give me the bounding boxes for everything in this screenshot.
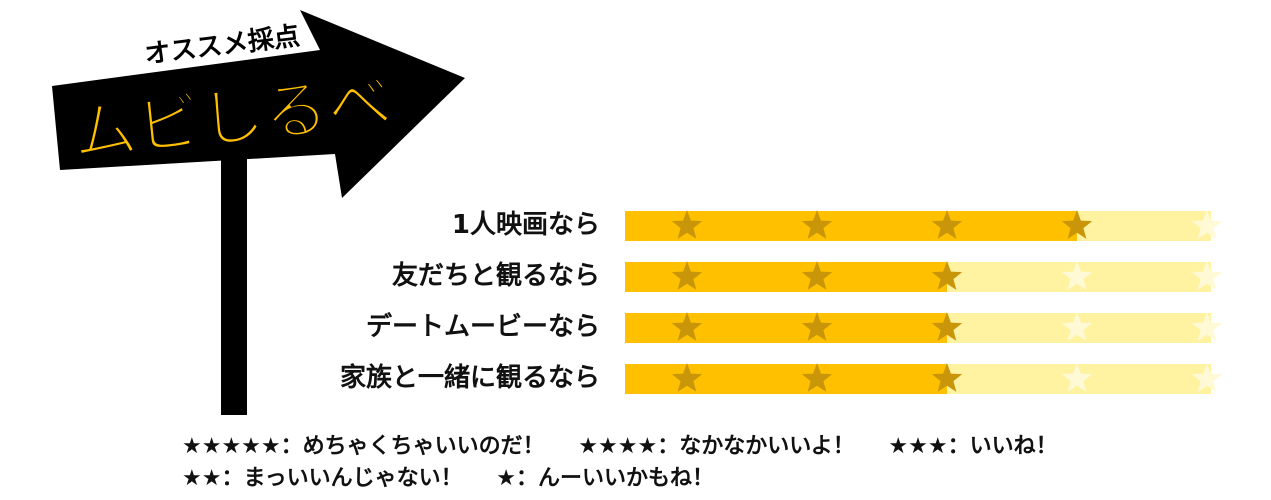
rating-star-empty (1191, 312, 1223, 341)
rating-bar-family (625, 363, 1223, 394)
rating-star-empty (1061, 363, 1093, 392)
rating-star-filled (671, 312, 703, 341)
rating-star-filled (931, 210, 963, 239)
rating-star-empty (1191, 363, 1223, 392)
rating-star-empty (1061, 312, 1093, 341)
legend-item-five-stars: ★★★★★：めちゃくちゃいいのだ！ (182, 434, 545, 459)
rating-star-filled (931, 312, 963, 341)
rating-star-empty (1061, 261, 1093, 290)
rating-star-filled (1061, 210, 1093, 239)
rating-star-filled (801, 210, 833, 239)
rating-star-filled (671, 363, 703, 392)
rating-star-filled (801, 312, 833, 341)
legend-line-2: ★★：まっいいんじゃない！ ★：んーいいかもね！ (182, 464, 740, 494)
rating-bar-fill (625, 364, 947, 394)
rating-label-friends: 友だちと観るなら (391, 261, 600, 291)
legend-item-three-stars: ★★★：いいね！ (888, 434, 1058, 459)
rating-bar-fill (625, 313, 947, 343)
rating-bar-fill (625, 262, 947, 292)
rating-bar-date (625, 312, 1223, 343)
legend-line-1: ★★★★★：めちゃくちゃいいのだ！ ★★★★：なかなかいいよ！ ★★★：いいね！ (182, 432, 1084, 462)
rating-bar-fill (625, 211, 1077, 241)
rating-bar-friends (625, 261, 1223, 292)
legend-item-one-star: ★：んーいいかもね！ (496, 466, 714, 491)
rating-star-filled (931, 261, 963, 290)
legend-item-two-stars: ★★：まっいいんじゃない！ (182, 466, 463, 491)
signpost-graphic: オススメ採点 ムビしるべ (52, 10, 465, 415)
rating-star-filled (931, 363, 963, 392)
rating-star-empty (1191, 261, 1223, 290)
rating-star-filled (801, 363, 833, 392)
rating-star-filled (801, 261, 833, 290)
legend-item-four-stars: ★★★★：なかなかいいよ！ (578, 434, 855, 459)
rating-star-empty (1191, 210, 1223, 239)
rating-label-family: 家族と一緒に観るなら (339, 363, 600, 393)
rating-star-filled (671, 210, 703, 239)
rating-label-solo: 1人映画なら (451, 210, 600, 240)
signpost-arrow-board (52, 10, 465, 198)
rating-bar-solo (625, 210, 1223, 241)
signpost-pole (221, 140, 247, 415)
rating-star-filled (671, 261, 703, 290)
rating-label-date: デートムービーなら (365, 312, 600, 342)
